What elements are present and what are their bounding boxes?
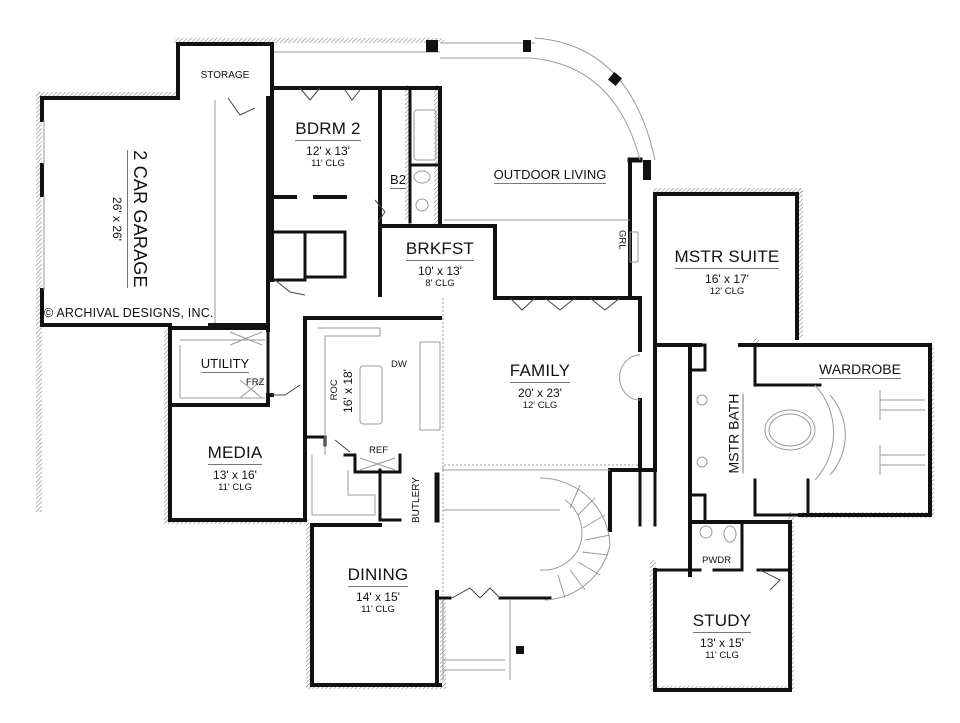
door-swings bbox=[227, 87, 781, 599]
room-label-media: MEDIA 13' x 16' 11' CLG bbox=[185, 444, 285, 493]
copyright-text: © ARCHIVAL DESIGNS, INC. bbox=[44, 306, 214, 320]
thin-details bbox=[43, 37, 925, 680]
b2-name: B2 bbox=[390, 172, 406, 189]
mstr-suite-clg: 12' CLG bbox=[709, 286, 745, 297]
family-clg: 12' CLG bbox=[522, 400, 558, 411]
bdrm2-dims: 12' x 13' bbox=[306, 144, 350, 158]
room-label-outdoor-living: OUTDOOR LIVING bbox=[470, 167, 630, 184]
room-label-b2: B2 bbox=[385, 172, 411, 189]
brkfst-clg: 8' CLG bbox=[425, 278, 455, 289]
room-label-bdrm2: BDRM 2 12' x 13' 11' CLG bbox=[278, 120, 378, 169]
room-label-wardrobe: WARDROBE bbox=[800, 362, 920, 379]
kitchen-dims-text: 16' x 18' bbox=[341, 369, 355, 413]
room-label-mstr-bath: MSTR BATH bbox=[725, 389, 744, 479]
family-name: FAMILY bbox=[509, 362, 571, 383]
bdrm2-name: BDRM 2 bbox=[295, 120, 361, 141]
piers bbox=[426, 40, 651, 654]
room-label-family: FAMILY 20' x 23' 12' CLG bbox=[490, 362, 590, 411]
butlery-name: BUTLERY bbox=[411, 477, 422, 523]
room-label-utility: UTILITY bbox=[190, 356, 260, 373]
mstr-suite-name: MSTR SUITE bbox=[674, 248, 780, 269]
dining-clg: 11' CLG bbox=[361, 604, 395, 615]
storage-name: STORAGE bbox=[200, 70, 250, 81]
room-label-dining: DINING 14' x 15' 11' CLG bbox=[328, 566, 428, 615]
room-label-garage: 2 CAR GARAGE 26' x 26' bbox=[110, 114, 150, 324]
dining-name: DINING bbox=[347, 566, 409, 587]
wardrobe-name: WARDROBE bbox=[819, 361, 901, 379]
study-name: STUDY bbox=[692, 612, 752, 633]
media-dims: 13' x 16' bbox=[213, 468, 257, 482]
bdrm2-clg: 11' CLG bbox=[311, 158, 345, 169]
outdoor-name: OUTDOOR LIVING bbox=[493, 167, 607, 184]
brkfst-name: BRKFST bbox=[405, 240, 475, 261]
room-label-brkfst: BRKFST 10' x 13' 8' CLG bbox=[395, 240, 485, 289]
walls bbox=[40, 42, 932, 692]
media-clg: 11' CLG bbox=[218, 482, 252, 493]
mstr-suite-dims: 16' x 17' bbox=[705, 272, 749, 286]
utility-name: UTILITY bbox=[200, 356, 250, 373]
room-label-pwdr: PWDR bbox=[702, 555, 732, 566]
room-label-study: STUDY 13' x 15' 11' CLG bbox=[672, 612, 772, 661]
dining-dims: 14' x 15' bbox=[356, 590, 400, 604]
fixture-dw: DW bbox=[391, 359, 407, 370]
fixture-grl: GRL bbox=[616, 229, 628, 250]
room-label-storage: STORAGE bbox=[180, 66, 270, 83]
room-label-butlery: BUTLERY bbox=[407, 470, 423, 530]
garage-dims: 26' x 26' bbox=[110, 197, 124, 241]
fixture-roc: ROC bbox=[328, 379, 340, 401]
kitchen-dims: 16' x 18' bbox=[341, 361, 355, 421]
room-label-mstr-suite: MSTR SUITE 16' x 17' 12' CLG bbox=[662, 248, 792, 297]
study-dims: 13' x 15' bbox=[700, 636, 744, 650]
family-dims: 20' x 23' bbox=[518, 386, 562, 400]
mstr-bath-name: MSTR BATH bbox=[725, 393, 744, 474]
media-name: MEDIA bbox=[207, 444, 263, 465]
study-clg: 11' CLG bbox=[705, 650, 739, 661]
fixture-frz: FRZ bbox=[246, 377, 265, 388]
garage-name: 2 CAR GARAGE bbox=[127, 150, 150, 288]
fixture-ref: REF bbox=[369, 445, 388, 456]
brkfst-dims: 10' x 13' bbox=[418, 264, 462, 278]
